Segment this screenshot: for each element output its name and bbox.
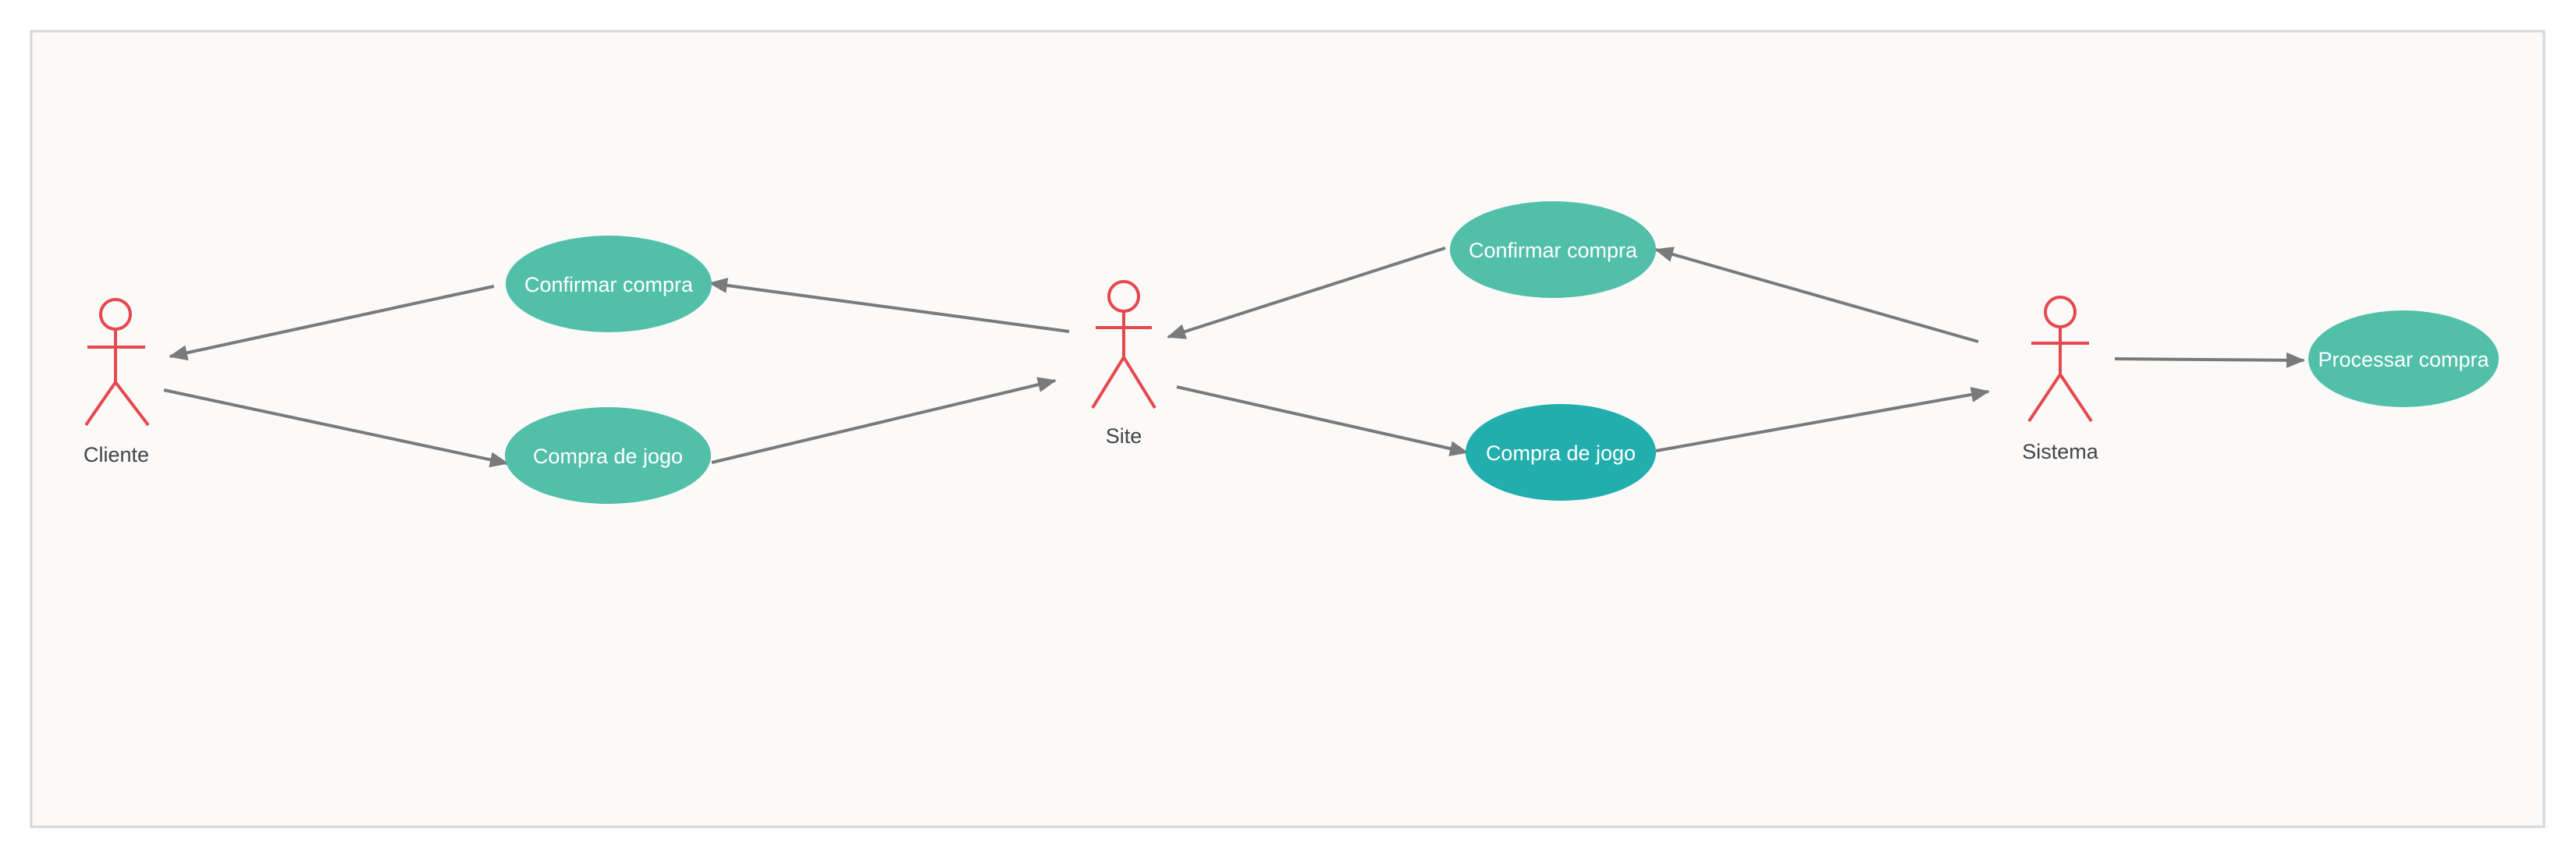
actor-stick-figure-icon: [1091, 280, 1157, 410]
actor-label: Cliente: [83, 443, 149, 466]
actor-label: Sistema: [2022, 440, 2099, 463]
edge-sistema-to-confirmar-compra-2: [1654, 246, 1979, 343]
usecase-label: Confirmar compra: [1469, 239, 1638, 262]
usecase-confirmar-compra-left[interactable]: Confirmar compra: [506, 236, 712, 332]
usecase-label: Confirmar compra: [524, 273, 694, 296]
actor-stick-figure-icon: [84, 298, 150, 427]
edge-site-to-compra-de-jogo-2: [1176, 385, 1469, 456]
usecase-label: Compra de jogo: [533, 445, 683, 468]
edge-compra-de-jogo-1-to-site: [711, 377, 1057, 464]
usecase-compra-de-jogo-left[interactable]: Compra de jogo: [505, 407, 711, 504]
usecase-ellipse: [505, 407, 711, 504]
usecase-ellipse: [1450, 201, 1656, 298]
usecase-compra-de-jogo-right[interactable]: Compra de jogo: [1466, 404, 1656, 501]
edge-confirmar-compra-1-to-cliente: [169, 285, 495, 361]
usecase-processar-compra[interactable]: Processar compra: [2308, 310, 2499, 407]
edges-layer: [163, 246, 2305, 468]
edge-site-to-confirmar-compra-1: [709, 278, 1070, 333]
actor-cliente[interactable]: Cliente: [83, 298, 150, 466]
diagram-frame: [30, 30, 2546, 828]
edge-sistema-to-processar-compra: [2114, 352, 2305, 368]
edge-confirmar-compra-2-to-site: [1167, 246, 1446, 339]
actor-site[interactable]: Site: [1091, 280, 1157, 448]
usecase-ellipse: [2308, 310, 2499, 407]
edge-compra-de-jogo-2-to-sistema: [1655, 387, 1990, 452]
edge-cliente-to-compra-de-jogo-1: [163, 388, 509, 468]
usecase-label: Processar compra: [2318, 348, 2489, 371]
usecase-confirmar-compra-right[interactable]: Confirmar compra: [1450, 201, 1656, 298]
usecase-ellipse: [1466, 404, 1656, 501]
usecase-ellipse: [506, 236, 712, 332]
usecase-label: Compra de jogo: [1486, 441, 1636, 465]
actor-sistema[interactable]: Sistema: [2022, 296, 2099, 463]
actor-stick-figure-icon: [2027, 296, 2093, 423]
actor-label: Site: [1106, 424, 1142, 448]
